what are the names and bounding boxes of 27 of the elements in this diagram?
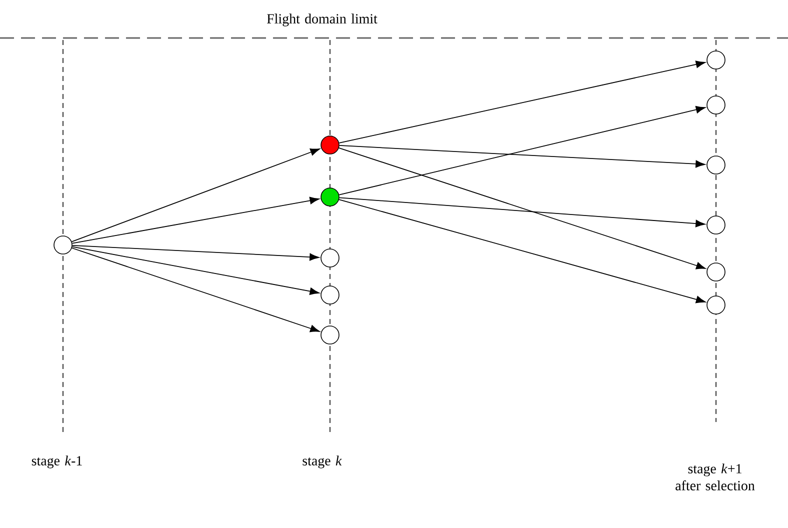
state-circle bbox=[320, 326, 340, 344]
arrow bbox=[338, 199, 706, 304]
stage-label: stage k+1 after selection bbox=[676, 464, 755, 490]
arrow bbox=[72, 196, 320, 244]
state-circle bbox=[706, 50, 726, 70]
arrow bbox=[338, 145, 706, 168]
state-circle bbox=[320, 188, 340, 206]
arrow bbox=[338, 197, 706, 228]
state-circle bbox=[706, 262, 726, 282]
arrow bbox=[72, 246, 320, 295]
stage-label: stage k bbox=[302, 456, 342, 468]
state-circle bbox=[320, 248, 340, 268]
arrow bbox=[72, 245, 320, 261]
state-circle bbox=[54, 236, 72, 254]
state-circle bbox=[706, 96, 726, 114]
arrow bbox=[338, 106, 706, 196]
limit-label: Flight domain limit bbox=[267, 14, 378, 26]
state-circle bbox=[320, 136, 340, 154]
state-circle bbox=[706, 296, 726, 314]
arrow bbox=[71, 248, 320, 332]
stage-label: stage k-1 bbox=[32, 456, 82, 468]
state-circle bbox=[706, 156, 726, 174]
arrow bbox=[338, 60, 706, 144]
arrow bbox=[71, 148, 320, 242]
state-circle bbox=[320, 286, 340, 304]
arrow bbox=[338, 147, 706, 270]
state-circle bbox=[706, 216, 726, 234]
